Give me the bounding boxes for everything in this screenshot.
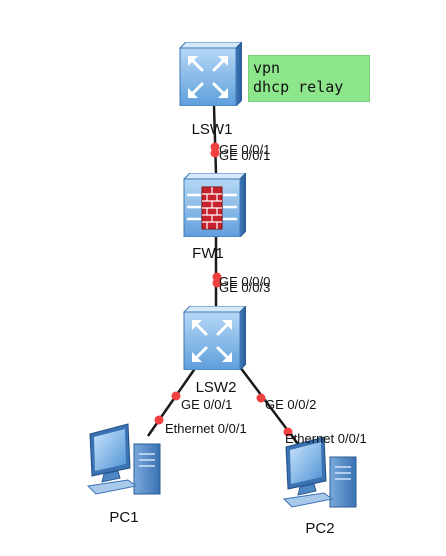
- device-label-lsw1: LSW1: [192, 121, 233, 138]
- lsw2-core-switch-icon[interactable]: [182, 306, 246, 370]
- port-label-lsw2-1: GE 0/0/3: [219, 280, 270, 295]
- port-label-fw1-0: GE 0/0/1: [219, 148, 270, 163]
- port-label-lsw2-3: GE 0/0/2: [265, 397, 316, 412]
- fw1-firewall-icon[interactable]: [182, 173, 246, 237]
- port-label-pc1-2: Ethernet 0/0/1: [165, 421, 247, 436]
- labels-layer: GE 0/0/1GE 0/0/1GE 0/0/0GE 0/0/3GE 0/0/1…: [109, 121, 366, 537]
- port-label-lsw2-2: GE 0/0/1: [181, 397, 232, 412]
- port-dot-lsw2-1[interactable]: [212, 278, 222, 288]
- note-line-dhcp-relay: dhcp relay: [253, 78, 344, 96]
- link-lsw2-pc1[interactable]: [146, 366, 198, 437]
- device-label-pc2: PC2: [305, 520, 334, 537]
- links-layer: [146, 105, 299, 445]
- note-box: vpn dhcp relay: [248, 55, 370, 102]
- port-dot-fw1-0[interactable]: [210, 148, 220, 158]
- device-label-lsw2: LSW2: [196, 379, 237, 396]
- lsw1-core-switch-icon[interactable]: [178, 42, 242, 106]
- device-label-fw1: FW1: [192, 245, 224, 262]
- port-dot-lsw2-2[interactable]: [171, 391, 181, 401]
- note-line-vpn: vpn: [253, 59, 281, 77]
- port-dot-pc2-3[interactable]: [283, 427, 293, 437]
- port-label-lsw1-0: GE 0/0/1: [219, 142, 270, 157]
- port-dot-pc1-2[interactable]: [154, 415, 164, 425]
- pc2-pc-icon[interactable]: [283, 436, 357, 508]
- device-label-pc1: PC1: [109, 509, 138, 526]
- port-label-pc2-3: Ethernet 0/0/1: [285, 431, 367, 446]
- port-dot-lsw2-3[interactable]: [256, 393, 266, 403]
- link-lsw1-fw1[interactable]: [212, 105, 218, 174]
- port-label-fw1-1: GE 0/0/0: [219, 274, 270, 289]
